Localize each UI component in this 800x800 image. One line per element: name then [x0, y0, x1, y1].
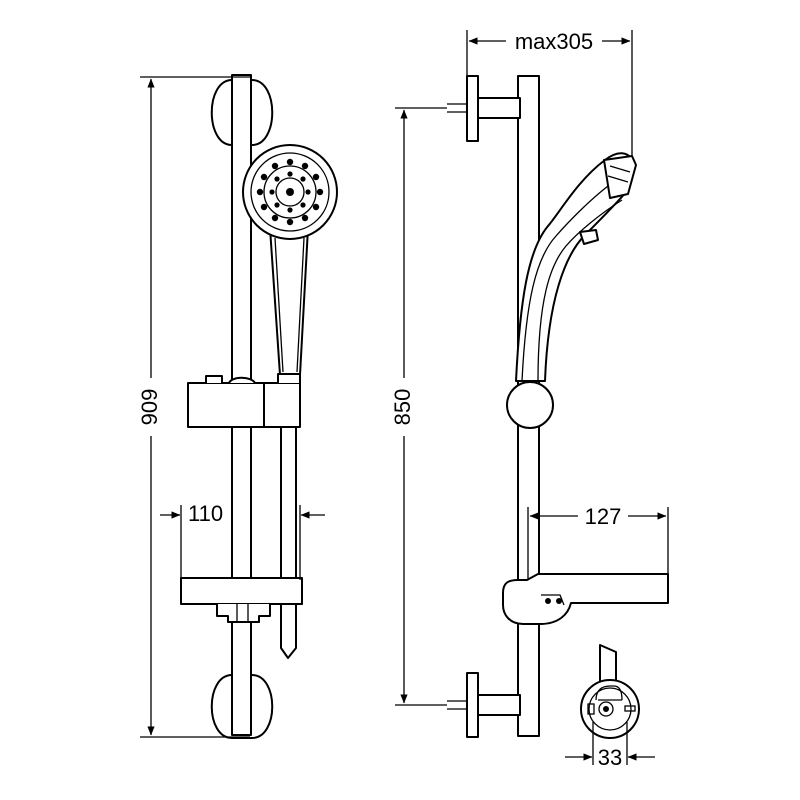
side-view: 850 max305 127	[389, 28, 669, 738]
dim-33-label: 33	[598, 745, 622, 770]
front-slider	[187, 373, 301, 428]
side-top-bracket	[447, 75, 521, 142]
front-view: 909 110	[136, 74, 338, 739]
dim-max305-label: max305	[515, 29, 593, 54]
side-slider	[506, 381, 554, 429]
front-handshower-head	[242, 144, 338, 240]
side-soap-tray	[502, 573, 669, 625]
dim-33: 33	[565, 722, 655, 770]
bracket-detail: 33	[565, 644, 655, 770]
front-handshower-handle	[269, 217, 309, 376]
dim-909: 909	[136, 76, 250, 738]
dim-127-label: 127	[585, 504, 622, 529]
dim-max305: max305	[466, 28, 633, 156]
dim-127: 127	[527, 503, 669, 580]
front-hose	[280, 374, 297, 659]
side-bottom-bracket	[447, 672, 521, 738]
front-soap-tray	[180, 577, 303, 623]
dim-110-label: 110	[188, 501, 223, 526]
nozzle-pattern	[256, 158, 324, 226]
dim-850: 850	[389, 107, 447, 706]
dim-110: 110	[160, 501, 325, 580]
dim-909-label: 909	[137, 389, 162, 426]
side-handshower	[515, 152, 637, 382]
dim-850-label: 850	[390, 389, 415, 426]
